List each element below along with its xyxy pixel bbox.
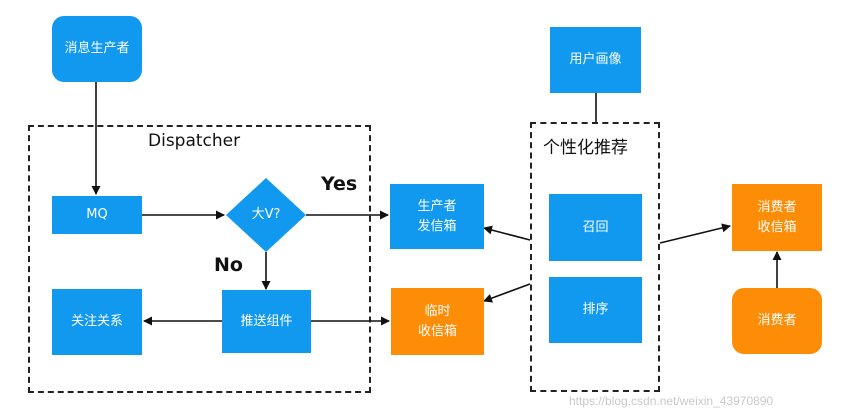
recall-node: 召回 [549, 194, 642, 261]
yes-label: Yes [321, 173, 358, 195]
message-producer-node: 消息生产者 [52, 16, 142, 82]
user-profile-node: 用户画像 [550, 27, 641, 93]
bigv-decision-label: 大V? [251, 207, 281, 222]
edge-group-to-outbox [483, 225, 531, 241]
edge-group-to-temp-inbox [483, 283, 531, 303]
mq-node: MQ [52, 196, 142, 234]
personalized-recommendation-label: 个性化推荐 [543, 138, 628, 158]
follow-relation-node: 关注关系 [52, 289, 142, 355]
producer-outbox-node: 生产者 发信箱 [390, 184, 484, 249]
temporary-inbox-node: 临时 收信箱 [391, 288, 484, 355]
sort-node: 排序 [549, 277, 642, 343]
bigv-decision-diamond [226, 178, 306, 252]
push-component-node: 推送组件 [222, 290, 311, 353]
dispatcher-label: Dispatcher [148, 131, 241, 151]
consumer-node: 消费者 [732, 288, 822, 354]
consumer-inbox-node: 消费者 收信箱 [732, 184, 822, 251]
edge-group-to-consumer-inbox [659, 223, 731, 244]
personalized-recommendation-group [530, 122, 660, 392]
dispatcher-group [28, 125, 371, 393]
no-label: No [214, 254, 243, 276]
watermark: https://blog.csdn.net/weixin_43970890 [569, 394, 774, 408]
